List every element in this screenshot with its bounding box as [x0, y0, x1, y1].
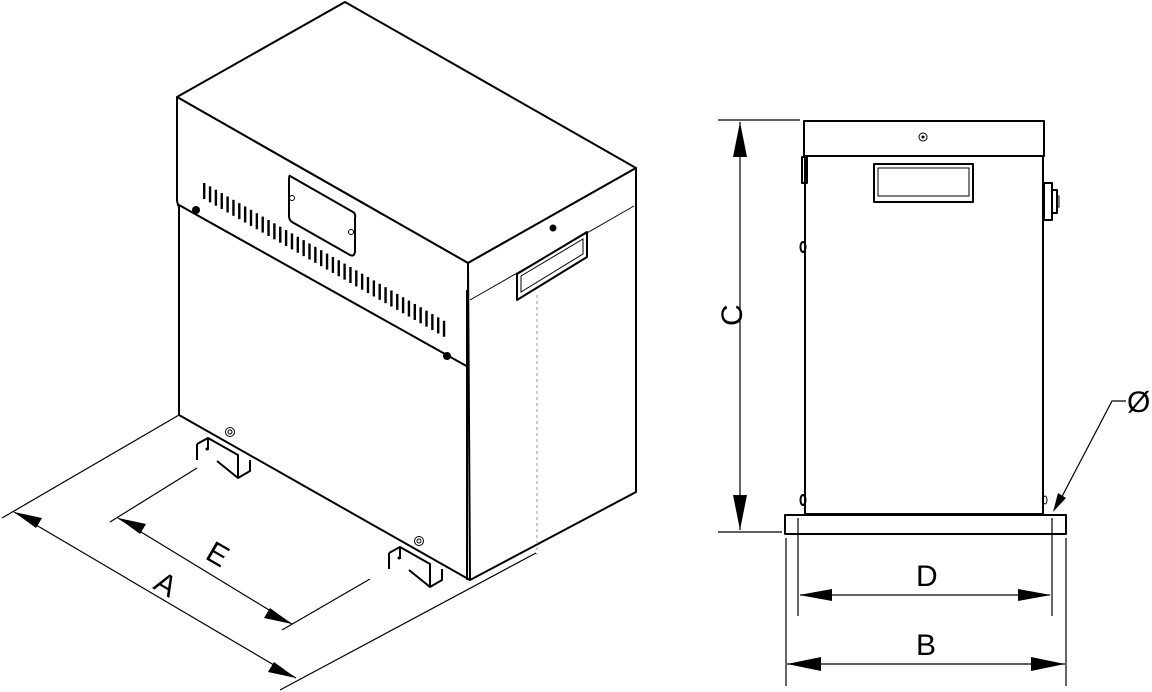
nameplate [288, 174, 357, 257]
svg-text:B: B [916, 629, 936, 662]
mounting-foot [388, 536, 443, 588]
svg-text:Ø: Ø [1127, 386, 1150, 419]
svg-text:C: C [716, 304, 749, 326]
cable-gland [1043, 182, 1060, 221]
screw-icon [549, 224, 557, 232]
base-plate [784, 514, 1067, 535]
vent-slots [203, 183, 446, 337]
screw-icon [443, 352, 451, 360]
dimension-c: C [716, 119, 800, 533]
dimension-b: B [785, 538, 1067, 686]
dimension-d: D [797, 518, 1053, 616]
svg-text:D: D [916, 560, 938, 593]
diameter-callout: Ø [1053, 386, 1150, 512]
enclosure-body [804, 155, 1044, 515]
svg-text:E: E [201, 535, 235, 574]
handle [516, 231, 588, 301]
mounting-foot [196, 427, 251, 479]
lid-band [803, 120, 1045, 157]
isometric-view: A E [1, 1, 637, 691]
svg-text:A: A [149, 565, 183, 604]
screw-icon [192, 206, 200, 214]
side-view: C Ø D B [716, 119, 1150, 686]
side-panel [467, 167, 637, 581]
